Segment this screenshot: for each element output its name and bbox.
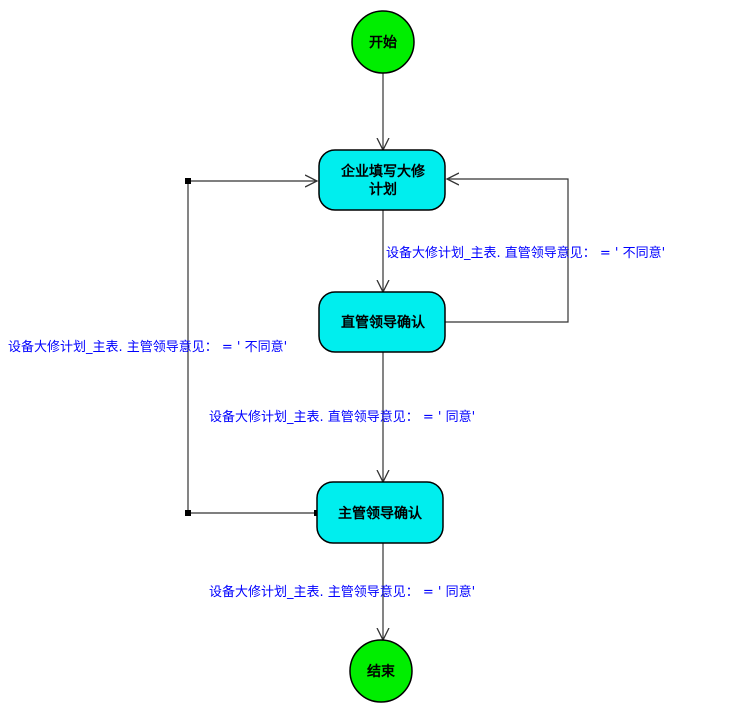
fill-plan-node[interactable]: 企业填写大修 计划	[318, 149, 446, 211]
start-node-shape	[351, 10, 415, 74]
main-confirm-node-shape	[316, 481, 444, 544]
start-node-label: 开始	[369, 34, 397, 51]
direct-confirm-node[interactable]: 直管领导确认	[318, 291, 446, 353]
fill-plan-node-shape	[318, 149, 446, 211]
direct-confirm-node-label: 直管领导确认	[341, 314, 426, 331]
edge-label-main-reject: 设备大修计划_主表. 主管领导意见： = ' 不同意'	[8, 339, 287, 355]
end-node-label: 结束	[367, 663, 396, 680]
start-node[interactable]: 开始	[351, 10, 415, 74]
fill-plan-node-label-line2: 计划	[369, 181, 397, 198]
edge-label-direct-reject: 设备大修计划_主表. 直管领导意见： = ' 不同意'	[386, 245, 665, 261]
edge-bend-point	[185, 178, 191, 184]
edge-main-reject-loop	[187, 181, 317, 514]
direct-confirm-node-shape	[318, 291, 446, 353]
end-node[interactable]: 结束	[349, 639, 413, 703]
edge-label-direct-approve: 设备大修计划_主表. 直管领导意见： = ' 同意'	[209, 409, 475, 425]
edge-bend-point	[185, 510, 191, 516]
edge-label-main-approve: 设备大修计划_主表. 主管领导意见： = ' 同意'	[209, 584, 475, 600]
main-confirm-node[interactable]: 主管领导确认	[316, 481, 444, 544]
edge-direct-reject-loop	[445, 179, 569, 323]
end-node-shape	[349, 639, 413, 703]
fill-plan-node-label: 企业填写大修	[340, 163, 426, 180]
main-confirm-node-label: 主管领导确认	[338, 505, 423, 522]
